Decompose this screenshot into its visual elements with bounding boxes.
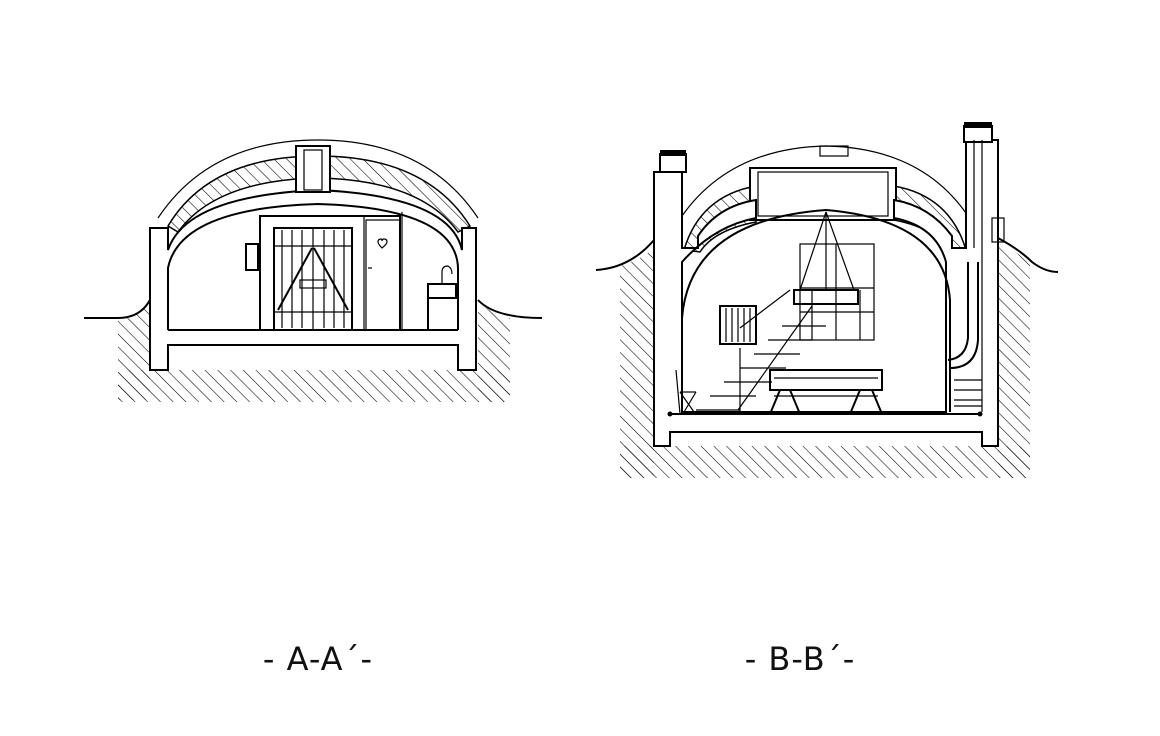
stove-pipe-b (947, 262, 982, 407)
section-a-a (84, 139, 543, 402)
chimney-a (295, 145, 331, 193)
section-label-a: - A-A´- (262, 640, 374, 678)
ground-line-a-right (477, 299, 543, 319)
barn-door-a (273, 227, 353, 331)
section-label-b: - B-B´- (744, 640, 856, 678)
inner-vault-b (681, 208, 951, 412)
table-b (769, 369, 883, 415)
wall-cabinet-a (245, 243, 259, 271)
pendant-lamp-b (793, 211, 859, 305)
floor-drain-b-left (667, 411, 673, 417)
roof-insulation-a (166, 155, 472, 233)
chimney-left-cap (660, 150, 686, 156)
chair-b (675, 369, 697, 415)
wall-rack-b (719, 305, 757, 345)
inner-vault-a (167, 202, 459, 330)
sink-a (427, 265, 457, 330)
skylight-b (749, 167, 897, 221)
chimney-right-cap (964, 122, 992, 128)
heart-icon (377, 238, 388, 249)
floor-drain-b-right (977, 411, 983, 417)
ground-hatch-b-right (998, 240, 1030, 478)
ground-hatch-a-bottom (118, 370, 510, 402)
ground-line-a (84, 299, 151, 319)
ground-line-b (595, 239, 655, 271)
ground-hatch-b (620, 248, 654, 478)
side-door-a (365, 219, 401, 331)
ground-hatch-b-bottom (620, 446, 1030, 478)
chimney-left-b (659, 153, 687, 173)
chimney-right-b (963, 125, 993, 143)
roof-vent-b (819, 145, 849, 157)
staircase-b (696, 289, 826, 412)
earth-mound-a (157, 139, 479, 219)
skylight-frame-b (757, 171, 889, 217)
ground-line-b-right (997, 237, 1059, 273)
section-b-b (595, 122, 1059, 478)
ledge-right-b (991, 217, 1005, 243)
outer-shell-b (653, 139, 999, 447)
chimney-flue-a (303, 149, 323, 191)
